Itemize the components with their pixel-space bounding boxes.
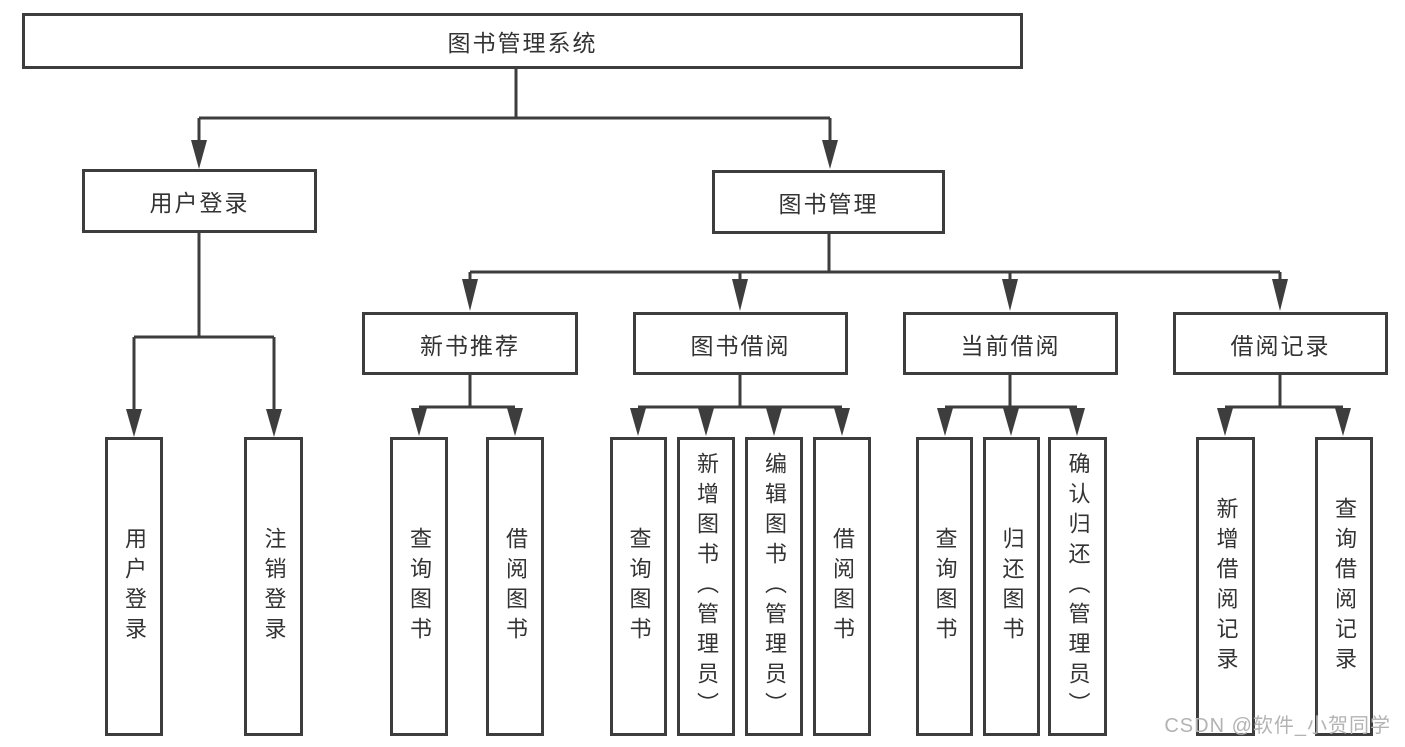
leaf-user-login: 用户登录 (105, 437, 163, 736)
leaf-label: 新增图书（管理员） (694, 451, 719, 722)
arrowhead-icon (766, 408, 782, 436)
leaf-label: 用户登录 (122, 526, 147, 647)
leaf-query-books-current: 查询图书 (916, 437, 973, 736)
arrowhead-icon (1335, 408, 1351, 436)
leaf-edit-book-admin: 编辑图书（管理员） (745, 437, 803, 736)
leaf-return-books: 归还图书 (983, 437, 1040, 736)
leaf-query-borrow-record: 查询借阅记录 (1315, 437, 1373, 736)
arrowhead-icon (191, 140, 207, 169)
csdn-watermark: CSDN @软件_小贺同学 (1164, 715, 1391, 737)
leaf-label: 编辑图书（管理员） (762, 451, 787, 722)
leaf-label: 借阅图书 (503, 526, 528, 647)
leaf-borrow-books: 借阅图书 (813, 437, 871, 736)
arrowhead-icon (1272, 279, 1288, 311)
node-book-management: 图书管理 (712, 170, 945, 234)
arrowhead-icon (1069, 408, 1085, 436)
arrowhead-icon (1217, 408, 1233, 436)
arrowhead-icon (630, 408, 646, 436)
leaf-label: 查询图书 (407, 526, 432, 647)
arrowhead-icon (1002, 279, 1018, 311)
arrowhead-icon (732, 279, 748, 311)
node-label: 新书推荐 (420, 332, 520, 359)
leaf-label: 借阅图书 (830, 526, 855, 647)
leaf-add-book-admin: 新增图书（管理员） (677, 437, 735, 736)
leaf-label: 新增借阅记录 (1213, 496, 1239, 677)
leaf-label: 归还图书 (999, 526, 1025, 647)
arrowhead-icon (698, 408, 714, 436)
node-book-borrowing: 图书借阅 (633, 312, 848, 375)
leaf-query-books-recommend: 查询图书 (390, 437, 448, 736)
node-label: 图书借阅 (690, 332, 791, 359)
arrowhead-icon (462, 279, 478, 311)
arrowhead-icon (411, 408, 427, 436)
leaf-logout: 注销登录 (244, 437, 303, 736)
arrowhead-icon (834, 408, 850, 436)
node-current-borrowing: 当前借阅 (903, 312, 1118, 375)
node-label: 图书管理系统 (447, 30, 598, 56)
leaf-label: 查询图书 (626, 526, 652, 647)
leaf-label: 确认归还（管理员） (1065, 451, 1091, 722)
node-label: 当前借阅 (960, 332, 1061, 359)
node-user-login: 用户登录 (82, 169, 317, 233)
node-label: 借阅记录 (1230, 332, 1331, 359)
leaf-label: 查询图书 (932, 526, 958, 647)
leaf-confirm-return-admin: 确认归还（管理员） (1048, 437, 1107, 736)
leaf-label: 注销登录 (261, 526, 287, 647)
arrowhead-icon (937, 408, 953, 436)
arrowhead-icon (126, 409, 142, 437)
node-borrowing-records: 借阅记录 (1173, 312, 1388, 375)
arrowhead-icon (822, 140, 838, 169)
arrowhead-icon (1003, 408, 1019, 436)
leaf-query-books-borrowing: 查询图书 (610, 437, 667, 736)
leaf-borrow-books-recommend: 借阅图书 (486, 437, 544, 736)
node-label: 图书管理 (778, 191, 879, 217)
leaf-add-borrow-record: 新增借阅记录 (1196, 437, 1255, 736)
arrowhead-icon (507, 408, 523, 436)
node-label: 用户登录 (149, 190, 250, 216)
node-library-management-system: 图书管理系统 (22, 13, 1023, 69)
node-new-book-recommend: 新书推荐 (362, 312, 578, 375)
arrowhead-icon (266, 409, 282, 437)
leaf-label: 查询借阅记录 (1332, 496, 1357, 677)
